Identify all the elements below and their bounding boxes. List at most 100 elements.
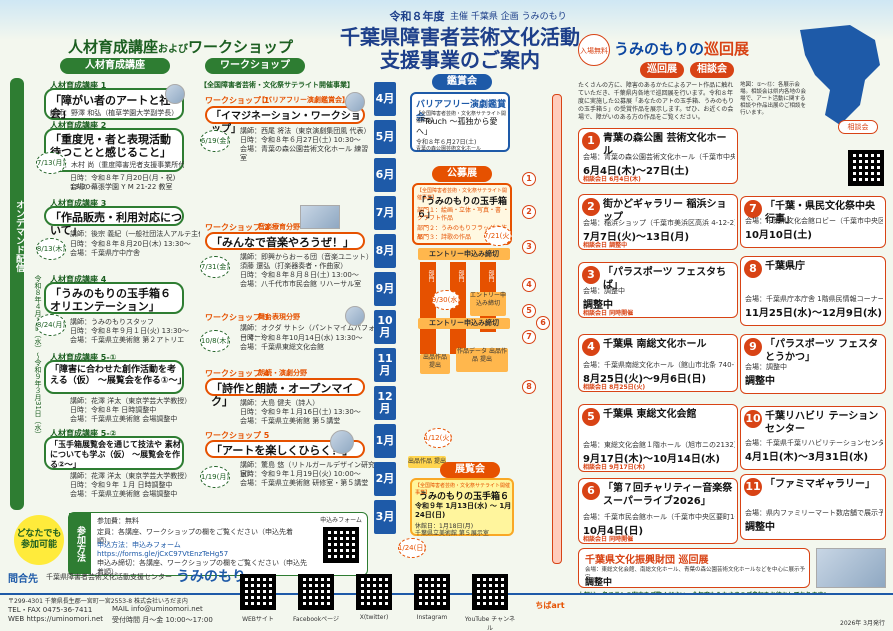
venue-card-9[interactable]: 9「パラスポーツ フェスタとうかつ」会場：調整中調整中 — [740, 334, 886, 394]
workshop-lecturer: 講師：オクダ サトシ（パントマイムパフォーマー） — [240, 324, 376, 341]
intro-text: たくさんの方に、障害のあるかたによるアート作品に触れていただき、千葉県内各地で巡… — [578, 82, 735, 121]
apply-deadline: 申込み締切：各講座、ワークショップの欄をご覧ください（申込先着順）。 — [97, 559, 307, 576]
venue-place: 会場：調整中 — [745, 363, 787, 371]
exhibition-box[interactable]: 【全国障害者芸術・文化祭サテライト開催事業】 うみのもりの玉手箱６ 令和９年 1… — [410, 478, 514, 537]
tamatebako-box[interactable]: 【全国障害者芸術・文化祭サテライト開催事業】 「うみのもりの玉手箱６」 部門１：… — [412, 183, 512, 245]
right-heading: うみのもりの巡回展 — [614, 38, 774, 59]
tour-marker-1: 1 — [522, 172, 536, 186]
qr-code[interactable] — [472, 574, 508, 610]
time-check-box: 出品作品 提出 — [420, 354, 450, 374]
course-title: 「障がい者のアートと社会」 — [50, 94, 171, 120]
course-5-1-card[interactable]: 人材育成講座 5-① 「障害に合わせた創作活動を考える（仮） 〜展覧会を作る①〜… — [44, 353, 186, 394]
deadline-bubble: 7/13(月) — [36, 152, 66, 174]
venue-number: 5 — [582, 408, 600, 426]
tamatebako-title: 「うみのもりの玉手箱６」 — [417, 197, 508, 220]
venue-dates: 10月4日(日) — [583, 526, 644, 537]
venue-dates: 調整中 — [745, 376, 775, 387]
course-title: 「重度児・者と表現活動 待つことと感じること」 — [50, 133, 171, 159]
page-title-line2: 支援事業のご案内 — [380, 48, 540, 72]
course-lecturer: 講師：後宗 義紀（一般社団法人アルテ主任プランナー） — [70, 230, 200, 238]
course-1-card[interactable]: 人材育成講座 1 「障がい者のアートと社会」 講師：野澤 和弘（植草学園大学副学… — [44, 81, 184, 120]
venue-card-11[interactable]: 11「ファミマギャラリー」会場：県内ファミリーマート数店舗で展示予定調整中 — [740, 474, 886, 540]
venue-consult: 相談会日 調整中 — [583, 242, 628, 249]
tel: TEL・FAX 0475-36-7411 — [8, 606, 93, 614]
venue-consult: 相談会日 6月4日(木) — [583, 176, 641, 183]
organizer-label: 主催 千葉県 企画 うみのもり — [450, 12, 567, 22]
workshop-4-card[interactable]: 「詩作と朗読・オープンマイク」 — [205, 378, 365, 408]
venue-dates: 11月25日(水)〜12月9日(水) — [745, 308, 882, 319]
tamatebako-label: 【全国障害者芸術・文化祭サテライト開催事業】 — [417, 188, 508, 201]
workshop-lecturer: 講師：西尾 将法（東京演劇集団風 代表） — [240, 127, 371, 135]
venue-dates: 調整中 — [745, 522, 775, 533]
course-label: 人材育成講座 5-① — [50, 353, 117, 362]
workshop-when: 日時：令和９年１月19日(火) 10:00〜 — [240, 470, 361, 478]
foundation-box: 千葉県文化振興財団 巡回展 会場：東総文化会館、南総文化ホール、青葉の森公園芸術… — [578, 548, 810, 588]
course-2-card[interactable]: 人材育成講座 2 「重度児・者と表現活動 待つことと感じること」 講師：木村 尚… — [44, 121, 184, 172]
tour-marker-4: 4 — [522, 278, 536, 292]
venue-card-3[interactable]: 3「パラスポーツ フェスタちば」会場：調整中調整中相談会日 同時開催 — [578, 262, 738, 318]
course-4-card[interactable]: 人材育成講座 4 「うみのもりの玉手箱６ オリエンテーション」 — [44, 275, 184, 314]
month-6: 9月 — [374, 272, 396, 306]
exhibition-label: 【全国障害者芸術・文化祭サテライト開催事業】 — [415, 483, 511, 496]
heading-course: 人材育成講座 — [68, 38, 159, 56]
workshop-2-card[interactable]: 「みんなで音楽やろうぜ！」 — [205, 232, 365, 250]
course-lecturer: 講師：うみのもりスタッフ — [70, 318, 154, 326]
map-qr[interactable] — [848, 150, 884, 186]
qr-code[interactable] — [414, 574, 450, 610]
month-12: 3月 — [374, 500, 396, 534]
venue-place: 会場：千葉県南総文化ホール（館山市北条 740-1） — [583, 361, 735, 369]
venue-dates: 9月17日(木)〜10月14日(水) — [583, 454, 720, 465]
pill-workshop: ワークショップ — [205, 58, 305, 74]
month-9: 12月 — [374, 386, 396, 420]
venue-title: 千葉リハビリ テーションセンター — [765, 411, 879, 435]
apply-form-qr[interactable] — [323, 527, 359, 563]
touch-date: 令和８年６月27日(土) — [416, 139, 477, 146]
course-3-card[interactable]: 人材育成講座 3 「作品販売・利用対応について」 — [44, 199, 184, 237]
workshop-title: 「みんなで音楽やろうぜ！」 — [211, 236, 354, 249]
workshop-label: ワークショップ 5 — [205, 431, 270, 440]
venue-consult: 相談会日 同時開催 — [583, 310, 634, 317]
qr-label: Instagram — [416, 614, 448, 621]
foundation-date: 調整中 — [585, 578, 613, 588]
online-period: 令和８年４月１日（水）〜令和９年３月31日（水） — [34, 275, 42, 438]
workshop-when: 日時：令和８年６月27日(土) 10:30〜 — [240, 136, 361, 144]
web[interactable]: WEB https://uminomori.net — [8, 615, 104, 623]
venue-card-7[interactable]: 7「千葉・県民文化祭中央行事」会場：千葉県文化会館ロビー（千葉市中央区市場町11… — [740, 196, 886, 248]
workshop-title: 「詩作と朗読・オープンマイク」 — [211, 382, 354, 408]
deadline-bubble: 6/19(金) — [200, 130, 230, 152]
course-place: 会場：幕張学園 Y M 21-22 教室 — [70, 183, 173, 191]
entry-deadline-bar: エントリー申込み締切 — [418, 248, 510, 260]
workshop-1-card[interactable]: 「イマジネーション・ワークショップ」 — [205, 106, 365, 135]
mail[interactable]: MAIL info@uminomori.net — [112, 605, 203, 613]
venue-title: 街かどギャラリー 稲浜ショップ — [603, 199, 727, 223]
left-heading: 人材育成講座およびワークショップ — [68, 36, 348, 57]
workshop-5-card[interactable]: 「アートを楽しくひらく！」 — [205, 440, 365, 458]
contact-label: 問合先 — [8, 574, 38, 585]
map-note: 地図：①〜⑫：各展示会場。相談会は県内各地の会場で、アート活動に関する相談や作品… — [740, 82, 807, 116]
tour-bar-10 — [552, 94, 562, 564]
qr-code[interactable] — [298, 574, 334, 610]
qr-code[interactable] — [240, 574, 276, 610]
venue-card-6[interactable]: 6「第７回チャリティー音楽祭 スーパーライブ2026」会場：千葉市民会館ホール（… — [578, 478, 738, 544]
division-1: 部門１：絵画・立体・写真・書 ・クラフト作品 — [417, 207, 509, 222]
touch-place: 青葉の森公園芸術文化ホール — [416, 146, 482, 152]
workshop-tag: 朗読・演劇分野 — [258, 369, 307, 377]
course-place: 会場：千葉県立美術館 第２アトリエ — [70, 336, 185, 344]
venue-dates: 10月10日(土) — [745, 230, 812, 241]
venue-title: 「第７回チャリティー音楽祭 スーパーライブ2026」 — [603, 483, 733, 507]
workshop-lecturer: 講師：驚島 悠（リトルガールデザイン研究家） — [240, 461, 376, 478]
barrier-free-box[interactable]: バリアフリー演劇鑑賞会 【全国障害者芸術・文化祭サテライト開催事業】 「Touc… — [410, 92, 510, 152]
workshop-when: 日時：令和８年10月14日(水) 13:30〜 — [240, 334, 363, 342]
qr-code[interactable] — [356, 574, 392, 610]
exhibition-place: 千葉県立美術館 第５展示室 — [415, 530, 489, 537]
course-5-2-card[interactable]: 人材育成講座 5-② 「玉手箱展覧会を通じて技法や 素材についても学ぶ（仮） 〜… — [44, 429, 184, 470]
venue-place: 会場：青葉の森公園芸術文化ホール（千葉市中央区青葉町977-1） — [583, 153, 735, 161]
venue-number: 11 — [744, 478, 762, 496]
venue-title: 千葉県庁 — [765, 261, 805, 272]
